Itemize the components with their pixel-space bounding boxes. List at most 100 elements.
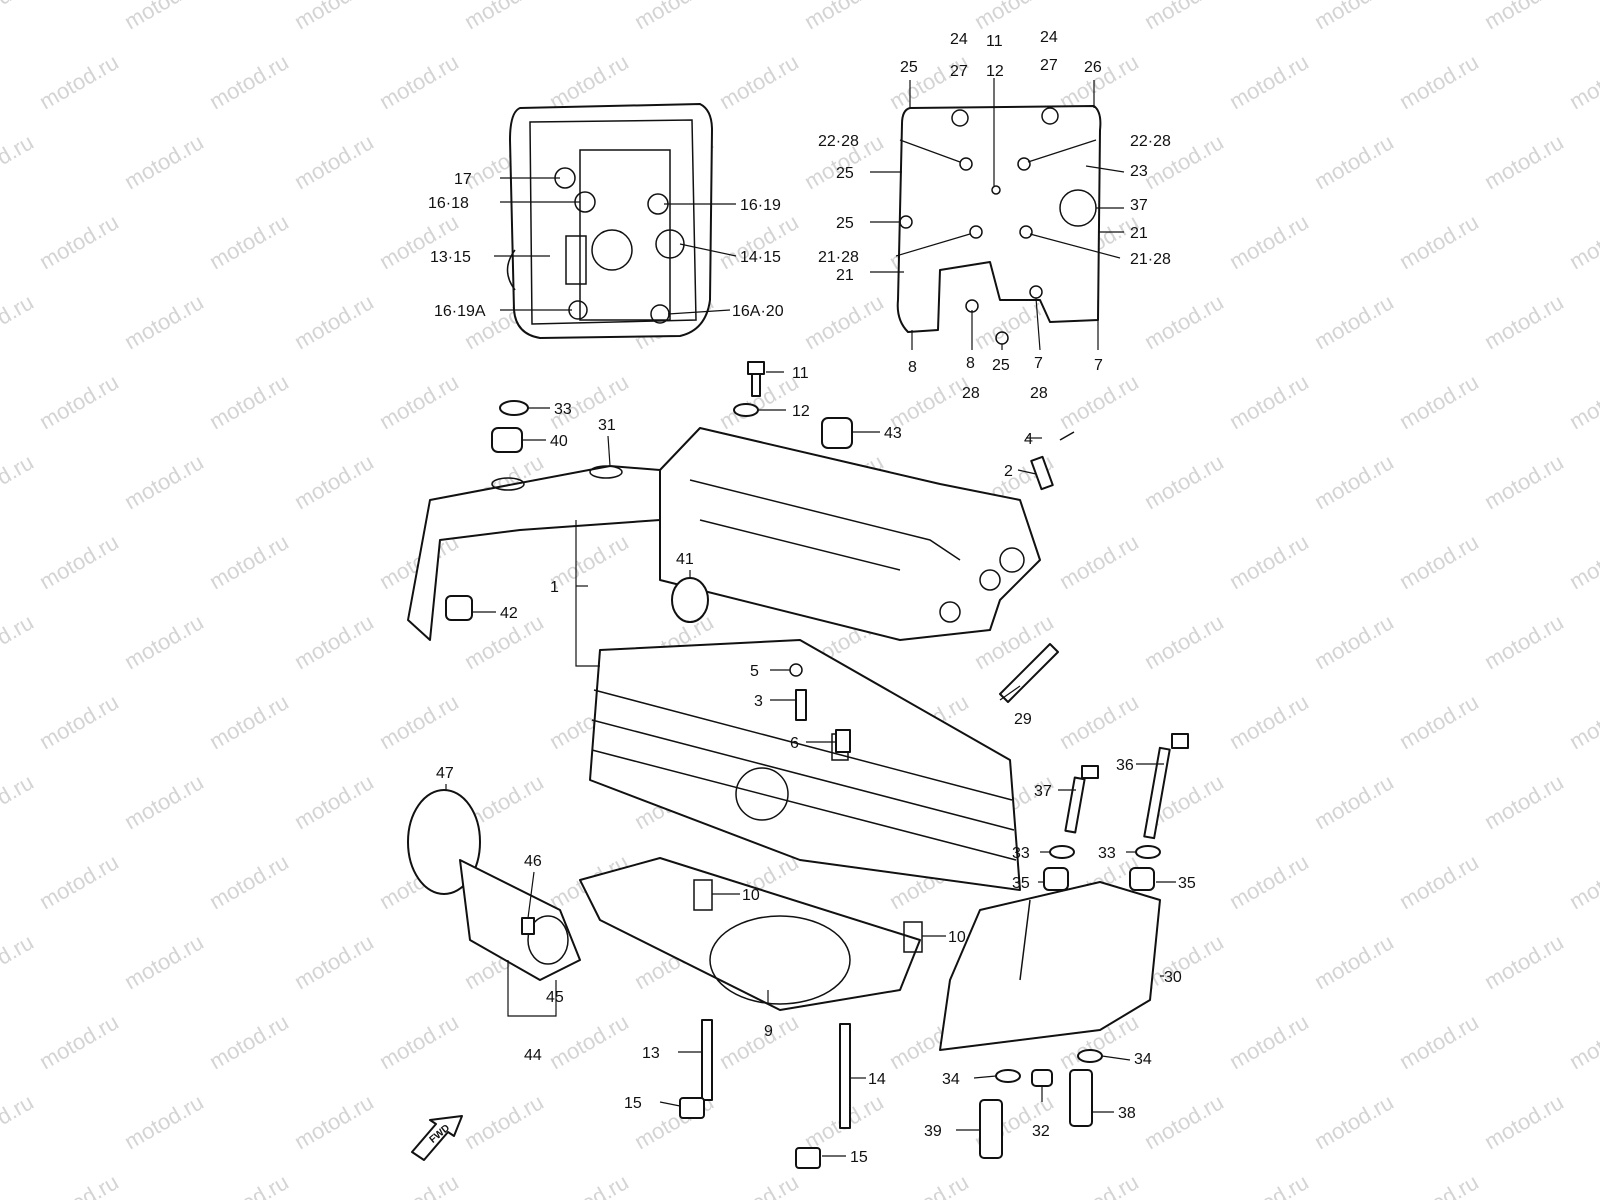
watermark-text: motod.ru [1310,1089,1398,1154]
watermark-text: motod.ru [1055,1169,1143,1200]
callout-36: 36 [1116,757,1134,774]
callout-45: 45 [546,989,564,1006]
watermark-text: motod.ru [545,1009,633,1074]
watermark-text: motod.ru [1310,929,1398,994]
callout-22-28-b: 22·28 [1130,133,1171,150]
callout-33-b: 33 [1012,845,1030,862]
watermark-text: motod.ru [205,689,293,754]
watermark-text: motod.ru [1310,769,1398,834]
callout-25-d: 25 [992,357,1010,374]
side-cover [939,881,1161,1051]
watermark-text: motod.ru [120,1089,208,1154]
callout-41: 41 [676,551,694,568]
watermark-text: motod.ru [205,209,293,274]
watermark-text: motod.ru [1140,1089,1228,1154]
watermark-text: motod.ru [120,0,208,34]
callout-27-a: 27 [950,63,968,80]
watermark-text: motod.ru [1140,289,1228,354]
watermark-text: motod.ru [35,849,123,914]
watermark-text: motod.ru [1565,689,1600,754]
callout-33-c: 33 [1098,845,1116,862]
callout-27-b: 27 [1040,57,1058,74]
callout-16-19a: 16·19A [434,303,486,320]
watermark-text: motod.ru [375,689,463,754]
callout-8-a: 8 [908,359,917,376]
watermark-text: motod.ru [205,849,293,914]
watermark-text: motod.ru [1565,849,1600,914]
callout-26: 26 [1084,59,1102,76]
watermark-text: motod.ru [120,449,208,514]
watermark-text: motod.ru [1480,0,1568,34]
callout-8-b: 8 [966,355,975,372]
watermark-text: motod.ru [290,129,378,194]
watermark-text: motod.ru [1565,1009,1600,1074]
watermark-text: motod.ru [35,49,123,114]
watermark-text: motod.ru [630,0,718,34]
watermark-text: motod.ru [1565,49,1600,114]
watermark-text: motod.ru [1140,0,1228,34]
watermark-text: motod.ru [1310,0,1398,34]
watermark-text: motod.ru [1395,1169,1483,1200]
cylinder-gasket [579,857,923,1011]
watermark-text: motod.ru [1395,1009,1483,1074]
watermark-text: motod.ru [1565,1169,1600,1200]
watermark-text: motod.ru [1565,529,1600,594]
watermark-text: motod.ru [545,1169,633,1200]
callout-4: 4 [1024,431,1033,448]
callout-24-b: 24 [1040,29,1058,46]
watermark-text: motod.ru [715,49,803,114]
callout-15-b: 15 [850,1149,868,1166]
callout-23: 23 [1130,163,1148,180]
callout-34-a: 34 [942,1071,960,1088]
watermark-text: motod.ru [35,529,123,594]
callout-42: 42 [500,605,518,622]
callout-labels: 17 16·18 16·19 13·15 14·15 16·19A 16A·20… [428,29,1196,1166]
callout-37: 37 [1034,783,1052,800]
callout-11: 11 [792,365,809,382]
watermark-text: motod.ru [375,369,463,434]
watermark-text: motod.ru [460,0,548,34]
callout-16a-20: 16A·20 [732,303,784,320]
watermark-text: motod.ru [1225,849,1313,914]
callout-25-b: 25 [836,165,854,182]
watermark-text: motod.ru [375,1169,463,1200]
watermark-text: motod.ru [205,529,293,594]
watermark-text: motod.ru [0,129,38,194]
watermark-text: motod.ru [1140,449,1228,514]
watermark-text: motod.ru [120,769,208,834]
watermark-text: motod.ru [290,769,378,834]
callout-1: 1 [550,579,559,596]
callout-28-b: 28 [1030,385,1048,402]
watermark-text: motod.ru [205,49,293,114]
watermark-text: motod.ru [715,1009,803,1074]
watermark-text: motod.ru [1480,929,1568,994]
callout-35-a: 35 [1012,875,1030,892]
callout-24-a: 24 [950,31,968,48]
watermark-text: motod.ru [1480,129,1568,194]
callout-34-b: 34 [1134,1051,1152,1068]
leader-lines [445,78,1176,1157]
watermark-text: motod.ru [800,0,888,34]
callout-29: 29 [1014,711,1032,728]
watermark-text: motod.ru [885,49,973,114]
watermark-text: motod.ru [120,289,208,354]
watermark-text: motod.ru [1310,609,1398,674]
watermark-text: motod.ru [1480,609,1568,674]
watermark-text: motod.ru [1310,449,1398,514]
callout-14-15-top: 14·15 [740,249,781,266]
watermark-text: motod.ru [1565,369,1600,434]
callout-12: 12 [792,403,810,420]
watermark-text: motod.ru [885,1169,973,1200]
callout-37-cover: 37 [1130,197,1148,214]
callout-43: 43 [884,425,902,442]
watermark-text: motod.ru [35,209,123,274]
callout-22-28-a: 22·28 [818,133,859,150]
watermark-text: motod.ru [1225,369,1313,434]
callout-30: 30 [1164,969,1182,986]
callout-25-c: 25 [836,215,854,232]
watermark-text: motod.ru [375,49,463,114]
watermark-text: motod.ru [1225,49,1313,114]
watermark-text: motod.ru [1480,289,1568,354]
watermark-text: motod.ru [35,369,123,434]
watermark-text: motod.ru [1310,129,1398,194]
